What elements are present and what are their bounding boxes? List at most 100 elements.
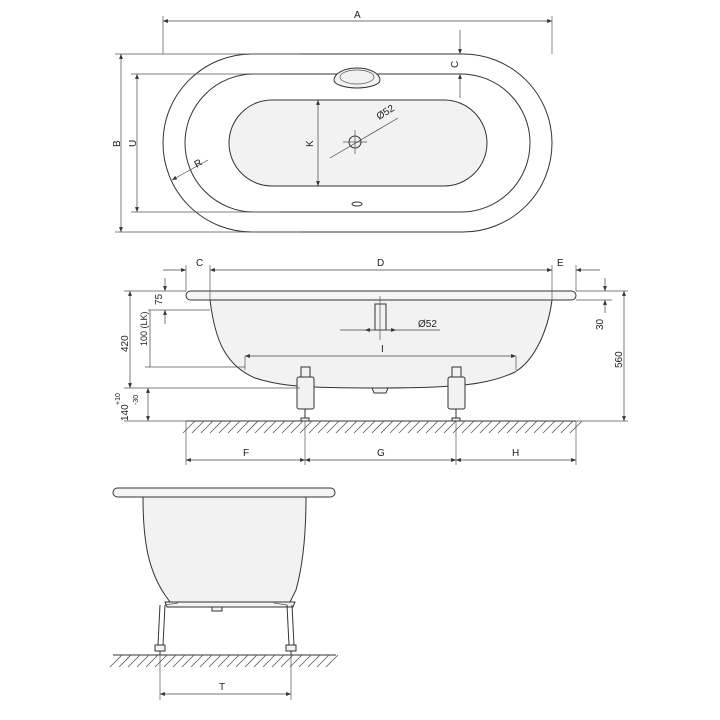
floor-hatch-stroke <box>208 654 222 668</box>
overflow-outlet <box>333 67 381 89</box>
floor-hatch-stroke <box>272 420 286 434</box>
floor-hatch-stroke <box>181 654 195 668</box>
side-floor-hatch <box>182 420 583 434</box>
floor-hatch-stroke <box>407 420 421 434</box>
floor-hatch-stroke <box>244 654 258 668</box>
floor-hatch-stroke <box>262 654 276 668</box>
floor-hatch-stroke <box>416 420 430 434</box>
label-I: I <box>381 344 384 355</box>
side-rim <box>185 290 577 301</box>
label-U: U <box>128 140 139 147</box>
end-view: T <box>109 487 339 700</box>
floor-hatch-stroke <box>245 420 259 434</box>
side-drain-diameter-label: Ø52 <box>418 319 437 330</box>
floor-hatch-stroke <box>325 654 339 668</box>
floor-hatch-stroke <box>542 420 556 434</box>
floor-hatch-stroke <box>551 420 565 434</box>
floor-hatch-stroke <box>524 420 538 434</box>
tub-basin-floor <box>228 99 488 187</box>
floor-hatch-stroke <box>434 420 448 434</box>
floor-hatch-stroke <box>227 420 241 434</box>
floor-hatch-stroke <box>290 420 304 434</box>
floor-hatch-stroke <box>253 654 267 668</box>
floor-hatch-stroke <box>515 420 529 434</box>
floor-hatch-stroke <box>209 420 223 434</box>
top-view: Ø52 A B U C K R <box>112 10 553 233</box>
floor-hatch-stroke <box>298 654 312 668</box>
floor-hatch-stroke <box>289 654 303 668</box>
label-T: T <box>219 682 225 693</box>
floor-hatch-stroke <box>425 420 439 434</box>
side-bottom-outlet <box>371 387 389 394</box>
label-D: D <box>377 258 384 269</box>
floor-hatch-stroke <box>254 420 268 434</box>
label-140-tol-minus: -30 <box>133 395 140 405</box>
floor-hatch-stroke <box>263 420 277 434</box>
label-30: 30 <box>595 318 606 330</box>
label-B: B <box>112 140 123 147</box>
floor-hatch-stroke <box>461 420 475 434</box>
end-tub-bottom <box>164 601 296 608</box>
floor-hatch-stroke <box>317 420 331 434</box>
floor-hatch-stroke <box>145 654 159 668</box>
label-420: 420 <box>120 335 131 352</box>
floor-hatch-stroke <box>190 654 204 668</box>
label-75: 75 <box>154 293 165 305</box>
label-100lk: 100 (LK) <box>139 311 149 346</box>
floor-hatch-stroke <box>344 420 358 434</box>
end-leg-left <box>154 604 166 655</box>
floor-hatch-stroke <box>488 420 502 434</box>
floor-hatch-stroke <box>217 654 231 668</box>
floor-hatch-stroke <box>109 654 123 668</box>
floor-hatch-stroke <box>299 420 313 434</box>
floor-hatch-stroke <box>335 420 349 434</box>
floor-hatch-stroke <box>226 654 240 668</box>
floor-hatch-stroke <box>326 420 340 434</box>
floor-hatch-stroke <box>452 420 466 434</box>
label-C-top: C <box>450 61 461 68</box>
floor-hatch-stroke <box>497 420 511 434</box>
floor-hatch-stroke <box>560 420 574 434</box>
floor-hatch-stroke <box>118 654 132 668</box>
label-560: 560 <box>614 351 625 368</box>
floor-hatch-stroke <box>470 420 484 434</box>
label-H: H <box>512 448 519 459</box>
floor-hatch-stroke <box>235 654 249 668</box>
label-E: E <box>557 258 564 269</box>
floor-hatch-stroke <box>271 654 285 668</box>
floor-hatch-stroke <box>182 420 196 434</box>
end-tub-body <box>142 496 307 603</box>
floor-hatch-stroke <box>353 420 367 434</box>
floor-hatch-stroke <box>200 420 214 434</box>
side-view: I Ø52 C <box>115 258 628 465</box>
floor-hatch-stroke <box>371 420 385 434</box>
floor-hatch-stroke <box>136 654 150 668</box>
secondary-drain <box>351 201 363 207</box>
label-G: G <box>377 448 385 459</box>
tub-outer-rim <box>162 53 553 233</box>
label-R: R <box>193 157 205 170</box>
floor-hatch-stroke <box>281 420 295 434</box>
side-overflow-pipe <box>374 303 387 331</box>
label-140: 140 <box>120 404 131 421</box>
floor-hatch-stroke <box>154 654 168 668</box>
side-foot-right <box>447 366 466 422</box>
floor-hatch-stroke <box>191 420 205 434</box>
floor-hatch-stroke <box>307 654 321 668</box>
floor-hatch-stroke <box>398 420 412 434</box>
floor-hatch-stroke <box>308 420 322 434</box>
label-C-side: C <box>196 258 203 269</box>
floor-hatch-stroke <box>172 654 186 668</box>
floor-hatch-stroke <box>479 420 493 434</box>
end-leg-right <box>285 604 297 655</box>
floor-hatch-stroke <box>218 420 232 434</box>
floor-hatch-stroke <box>506 420 520 434</box>
floor-hatch-stroke <box>316 654 330 668</box>
end-rim <box>112 487 336 498</box>
label-140-tol-plus: +10 <box>115 393 122 405</box>
floor-hatch-stroke <box>199 654 213 668</box>
label-K: K <box>305 140 316 147</box>
floor-hatch-stroke <box>389 420 403 434</box>
floor-hatch-stroke <box>380 420 394 434</box>
